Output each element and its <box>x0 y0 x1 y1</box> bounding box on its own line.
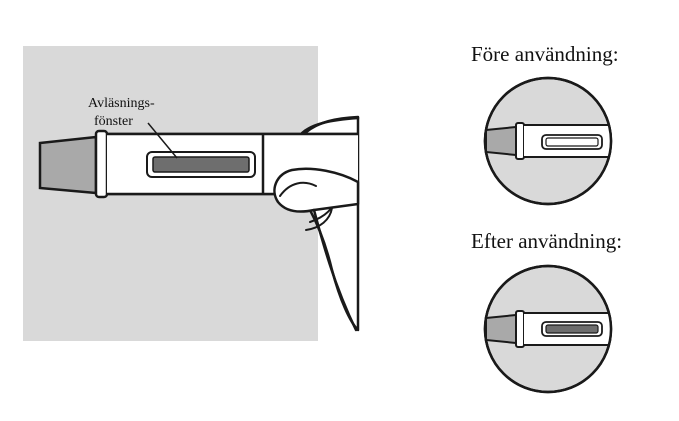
before-use-magnifier <box>483 76 613 206</box>
pen-viewing-window <box>152 156 250 173</box>
pen-cap-tip <box>38 135 98 195</box>
window-leader-line <box>147 122 178 159</box>
before-window-indicator <box>545 137 599 147</box>
thumb-icon <box>273 116 360 332</box>
large-pen-icon <box>38 129 358 199</box>
after-use-heading: Efter användning: <box>471 229 622 253</box>
before-use-heading: Före användning: <box>471 42 619 66</box>
pen-collar <box>94 129 109 199</box>
window-label-line1: Avläsnings- <box>88 96 155 111</box>
after-window-indicator <box>545 324 599 334</box>
after-use-magnifier <box>483 264 613 394</box>
window-label-line2: fönster <box>94 114 133 129</box>
